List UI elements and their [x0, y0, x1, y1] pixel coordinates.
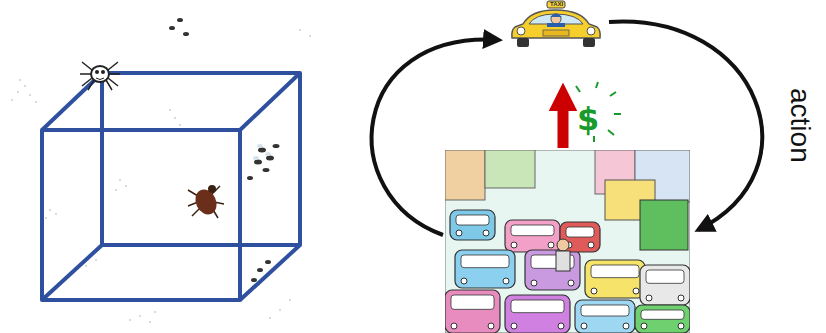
beetle: [188, 185, 224, 218]
fly-wings: [253, 144, 271, 160]
dollar-sign: $: [577, 100, 599, 138]
taxi-sign: TAXI: [550, 1, 563, 7]
taxi-drawing: [505, 0, 607, 50]
dust-dots: [11, 29, 311, 323]
edge-label: action: [784, 88, 816, 163]
cycle-arrow: [609, 22, 762, 230]
taxi-node: TAXI: [505, 0, 607, 92]
traffic-node: [445, 150, 690, 333]
traffic-drawing: [445, 150, 690, 333]
spider: [80, 62, 120, 90]
reward-arrow: [558, 94, 569, 148]
flies: [169, 18, 280, 282]
dollar-sparkle: [576, 82, 621, 142]
cube-edges: [42, 73, 300, 300]
cycle-arrow: [372, 40, 499, 235]
